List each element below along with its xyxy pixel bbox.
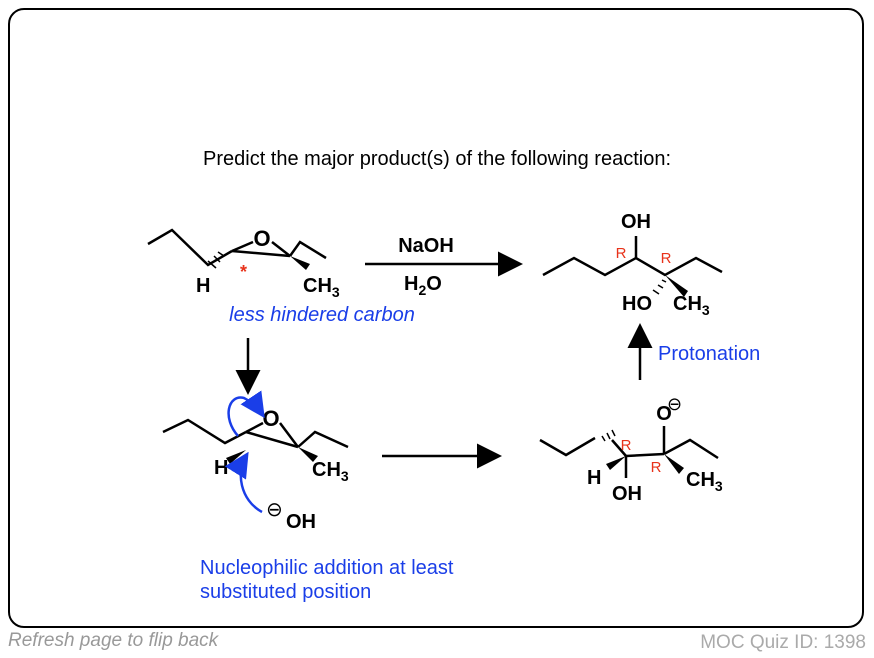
quiz-card [8, 8, 864, 628]
product-ch: CH [673, 293, 702, 315]
r-label: R [651, 459, 662, 476]
less-hindered-label: less hindered carbon [229, 304, 415, 326]
svg-text:CH3: CH3 [312, 459, 349, 484]
wedge-bond [664, 454, 684, 474]
wedge-bond [665, 275, 688, 297]
methyl-sub: 3 [332, 284, 340, 300]
svg-text:CH3: CH3 [303, 275, 340, 300]
reagent-o: O [426, 273, 442, 295]
nucleophilic-label-1: Nucleophilic addition at least [200, 557, 454, 579]
curved-arrow [227, 390, 265, 437]
product-oh-top: OH [621, 211, 651, 233]
refresh-hint[interactable]: Refresh page to flip back [8, 630, 219, 651]
question-text: Predict the major product(s) of the foll… [203, 148, 671, 170]
intermediate-oh: OH [612, 483, 642, 505]
quiz-id: MOC Quiz ID: 1398 [700, 632, 866, 653]
reagent-h: H [404, 273, 418, 295]
product-sub: 3 [702, 302, 710, 318]
curved-arrow [224, 451, 263, 514]
protonation-label: Protonation [658, 343, 760, 365]
hashed-bond [601, 429, 616, 442]
epoxide-oxygen: O [262, 406, 279, 431]
methyl-ch: CH [303, 275, 332, 297]
svg-text:CH3: CH3 [686, 469, 723, 494]
r-label: R [621, 437, 632, 454]
intermediate-sub: 3 [715, 478, 723, 494]
hashed-bond [652, 279, 667, 295]
methyl-sub: 3 [341, 468, 349, 484]
hydroxide: OH [286, 511, 316, 533]
wedge-bond [290, 256, 310, 270]
intermediate-ch: CH [686, 469, 715, 491]
negative-charge-icon: ⊖ [667, 394, 682, 415]
svg-text:H2O: H2O [404, 273, 442, 298]
reagent-sub: 2 [418, 282, 426, 298]
negative-charge-icon: ⊖ [266, 497, 283, 521]
product-ho: HO [622, 293, 652, 315]
atom-h: H [587, 467, 601, 489]
atom-h: H [196, 275, 210, 297]
methyl-ch: CH [312, 459, 341, 481]
starting-epoxide [147, 228, 327, 269]
wedge-bond [606, 456, 626, 470]
r-label: R [661, 250, 672, 267]
epoxide-oxygen: O [253, 226, 270, 251]
alkoxide-intermediate [539, 426, 719, 478]
stereocenter-star: * [240, 262, 247, 282]
svg-text:CH3: CH3 [673, 293, 710, 318]
diol-product [542, 236, 723, 277]
wedge-bond [298, 447, 318, 462]
atom-h: H [214, 457, 228, 479]
reagent-naoh: NaOH [398, 235, 454, 257]
alkoxide-oxygen: O [656, 403, 672, 425]
r-label: R [616, 245, 627, 262]
epoxide-attack [162, 418, 349, 449]
nucleophilic-label-2: substituted position [200, 581, 371, 603]
